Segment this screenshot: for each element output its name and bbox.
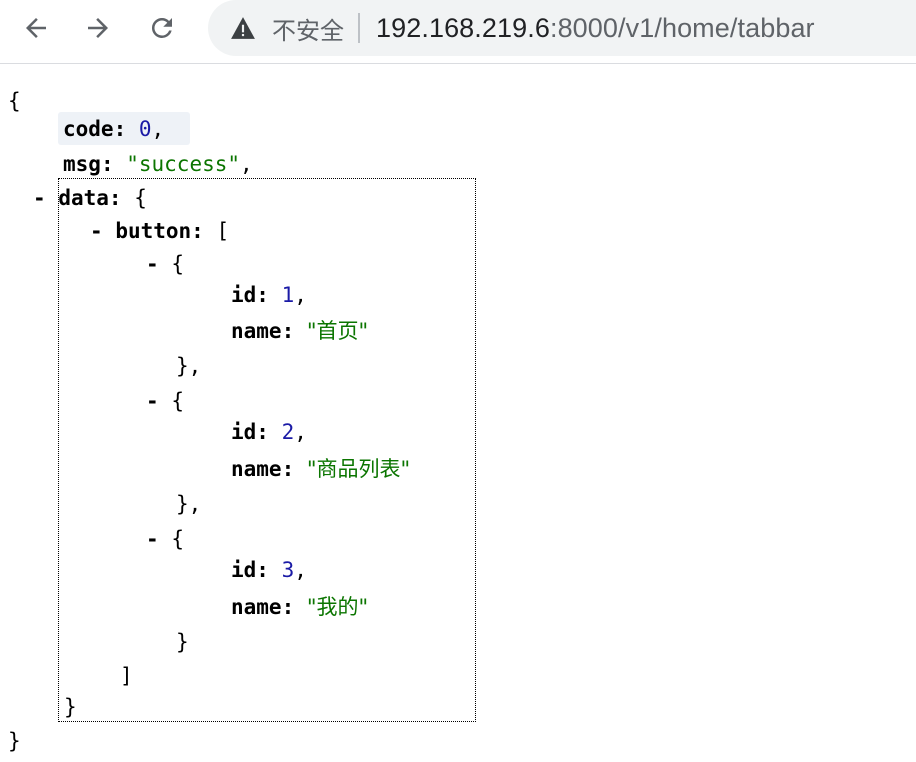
arrow-left-icon (26, 18, 46, 38)
json-item-close: } (176, 630, 189, 654)
arrow-right-icon (88, 18, 108, 38)
json-item-close: }, (176, 354, 202, 378)
json-item-close: }, (176, 492, 202, 516)
json-key-button: button (115, 219, 192, 243)
url-path: :8000/v1/home/tabbar (549, 12, 815, 43)
json-row-id: id: 3, (231, 558, 307, 582)
reload-icon (151, 17, 172, 38)
json-row-name: name: "我的" (231, 595, 369, 619)
json-viewer: { code: 0, msg: "success", - data: { - b… (0, 64, 916, 762)
data-selection-box (58, 178, 476, 722)
json-key-id: id (231, 558, 257, 582)
back-button[interactable] (16, 10, 56, 46)
collapse-toggle-data[interactable]: - (33, 186, 46, 210)
collapse-toggle-item[interactable]: - (146, 527, 159, 551)
json-value-id: 3 (281, 558, 295, 582)
address-bar[interactable]: 不安全 192.168.219.6:8000/v1/home/tabbar (208, 0, 916, 56)
json-key-name: name (231, 319, 282, 343)
json-key-data: data (58, 186, 109, 210)
json-value-name: "商品列表" (306, 457, 411, 481)
json-value-code: 0 (138, 117, 152, 141)
json-value-msg: "success" (126, 152, 241, 176)
json-key-name: name (231, 595, 282, 619)
json-key-id: id (231, 283, 257, 307)
json-row-button: - button: [ (90, 219, 230, 243)
reload-button[interactable] (142, 10, 182, 46)
json-value-id: 2 (281, 420, 295, 444)
url-host: 192.168.219.6 (376, 12, 550, 43)
forward-button[interactable] (78, 10, 118, 46)
json-close-brace: } (8, 729, 21, 753)
warning-triangle-icon[interactable] (230, 15, 258, 41)
json-row-name: name: "首页" (231, 319, 369, 343)
json-value-id: 1 (281, 283, 295, 307)
collapse-toggle-item[interactable]: - (146, 252, 159, 276)
json-data-close: } (64, 695, 77, 719)
json-value-name: "首页" (306, 319, 369, 343)
json-row-id: id: 1, (231, 283, 307, 307)
json-row-code: code: 0, (63, 117, 165, 141)
json-row-msg: msg: "success", (63, 152, 253, 176)
json-key-code: code (63, 117, 114, 141)
json-key-name: name (231, 457, 282, 481)
json-key-id: id (231, 420, 257, 444)
json-row-data: - data: { (33, 186, 147, 210)
json-row-name: name: "商品列表" (231, 457, 411, 481)
collapse-toggle-item[interactable]: - (146, 389, 159, 413)
json-array-close: ] (120, 664, 133, 688)
json-value-name: "我的" (306, 595, 369, 619)
json-row-id: id: 2, (231, 420, 307, 444)
json-key-msg: msg (63, 152, 101, 176)
json-open-brace: { (8, 89, 21, 113)
collapse-toggle-button[interactable]: - (90, 219, 103, 243)
code-line-highlight (58, 112, 190, 145)
security-label[interactable]: 不安全 (272, 16, 344, 45)
json-item-open: - { (146, 527, 184, 551)
omnibox-divider (358, 13, 360, 43)
url-text[interactable]: 192.168.219.6:8000/v1/home/tabbar (376, 13, 815, 44)
json-item-open: - { (146, 389, 184, 413)
json-item-open: - { (146, 252, 184, 276)
browser-toolbar: 不安全 192.168.219.6:8000/v1/home/tabbar (0, 0, 916, 64)
